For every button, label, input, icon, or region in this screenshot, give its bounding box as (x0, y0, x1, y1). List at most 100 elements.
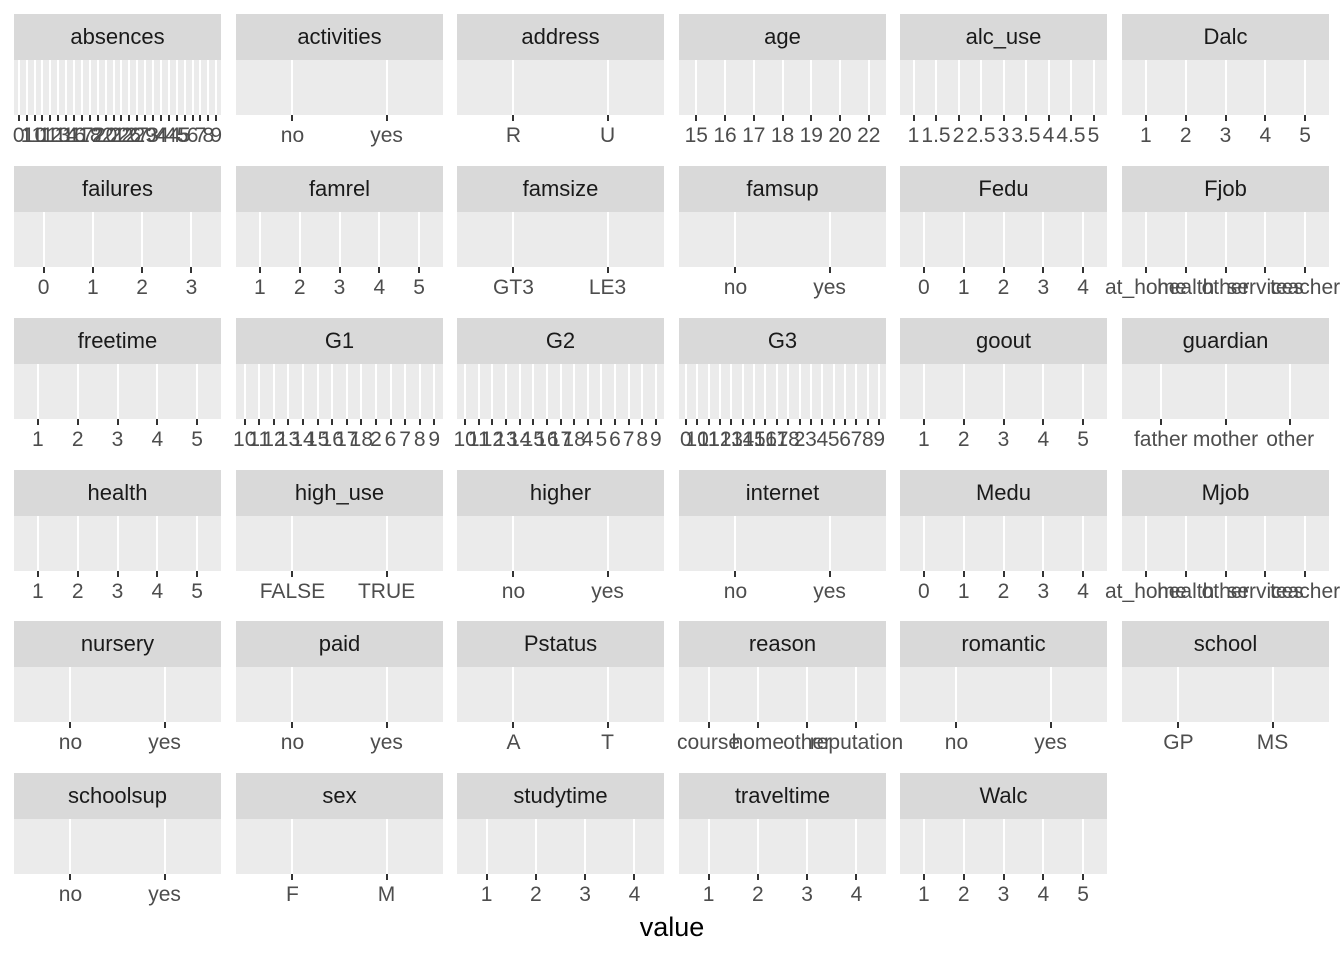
x-tick-label: TRUE (357, 580, 416, 603)
facet-panel (1122, 364, 1329, 419)
x-tick-label: 1 (957, 580, 970, 603)
x-tick-label: 5 (1299, 124, 1311, 147)
x-tick-mark (1042, 267, 1045, 273)
gridline (627, 364, 630, 419)
x-tick-mark (141, 267, 144, 273)
gridline (80, 60, 83, 115)
x-tick-label: 14 (731, 428, 755, 451)
x-tick-mark (215, 115, 218, 121)
x-tick-label: 12 (480, 428, 505, 451)
gridline (756, 819, 759, 874)
gridline (844, 364, 847, 419)
x-tick-label: 2 (136, 276, 148, 299)
x-tick-label: 16 (753, 428, 778, 451)
x-tick-label: reputation (809, 731, 904, 754)
x-tick-label: 26 (117, 124, 142, 147)
x-tick-label: teacher (1270, 276, 1341, 299)
x-tick-label: 3 (579, 883, 591, 906)
x-tick-mark (532, 419, 535, 425)
x-tick-label: 3 (147, 124, 159, 147)
x-tick-label: 1 (907, 124, 920, 147)
x-tick-label: 2 (530, 883, 542, 906)
x-tick-mark (17, 115, 20, 121)
x-tick-label: 1.5 (921, 124, 951, 147)
x-tick-mark (1002, 571, 1005, 577)
facet-strip-label: failures (14, 166, 221, 212)
x-tick-mark (378, 267, 381, 273)
gridline (955, 667, 958, 722)
x-tick-label: 14 (291, 428, 315, 451)
x-tick-label: 2 (370, 428, 382, 451)
x-tick-label: 4 (581, 428, 594, 451)
x-tick-mark (1042, 571, 1045, 577)
gridline (418, 212, 421, 267)
x-tick-label: 7 (399, 428, 411, 451)
gridline (724, 60, 726, 115)
x-tick-label: no (501, 580, 526, 603)
gridline (156, 516, 159, 571)
x-tick-mark (1082, 267, 1085, 273)
x-tick-label: 18 (776, 428, 800, 451)
gridline (718, 364, 721, 419)
x-tick-mark (781, 115, 784, 121)
gridline (512, 516, 515, 571)
gridline (1047, 60, 1050, 115)
x-tick-label: other (1201, 580, 1250, 603)
facet-panel (900, 819, 1107, 874)
x-tick-label: 1 (918, 428, 930, 451)
x-tick-label: 2 (1179, 124, 1192, 147)
facet-panel (236, 819, 443, 874)
x-tick-mark (136, 115, 139, 121)
facet-panel (236, 212, 443, 267)
x-tick-mark (756, 874, 759, 880)
x-tick-mark (1184, 267, 1187, 273)
x-tick-label: 10 (233, 428, 257, 451)
x-tick-mark (613, 419, 616, 425)
gridline (606, 516, 609, 571)
x-tick-label: 18 (78, 124, 102, 147)
x-tick-mark (505, 419, 508, 425)
gridline (112, 60, 115, 115)
x-tick-mark (1002, 874, 1005, 880)
x-tick-mark (1042, 419, 1045, 425)
gridline (215, 60, 218, 115)
x-tick-mark (962, 267, 965, 273)
gridline (69, 667, 72, 722)
x-tick-mark (844, 419, 847, 425)
x-tick-label: 9 (649, 428, 662, 451)
facet-strip-label: alc_use (900, 14, 1107, 60)
gridline (512, 667, 515, 722)
x-tick-label: 11 (697, 428, 720, 451)
gridline (1082, 819, 1085, 874)
x-tick-mark (116, 571, 119, 577)
x-tick-mark (935, 115, 937, 121)
gridline (88, 60, 91, 115)
x-tick-mark (91, 267, 94, 273)
x-tick-mark (1289, 419, 1292, 425)
gridline (922, 212, 925, 267)
x-tick-mark (404, 419, 407, 425)
x-tick-mark (980, 115, 982, 121)
x-tick-mark (787, 419, 790, 425)
gridline (1271, 667, 1274, 722)
x-tick-mark (418, 267, 421, 273)
gridline (962, 364, 965, 419)
gridline (33, 60, 36, 115)
x-tick-mark (798, 419, 801, 425)
x-tick-label: yes (591, 580, 624, 603)
gridline (832, 364, 835, 419)
gridline (809, 364, 812, 419)
gridline (1002, 60, 1005, 115)
x-tick-label: 1 (480, 883, 493, 906)
x-tick-label: 4 (1042, 124, 1055, 147)
x-tick-label: 7 (194, 124, 207, 147)
x-tick-mark (36, 571, 39, 577)
x-tick-mark (65, 115, 68, 121)
x-tick-label: 16 (535, 428, 559, 451)
facet-panel (1122, 516, 1329, 571)
